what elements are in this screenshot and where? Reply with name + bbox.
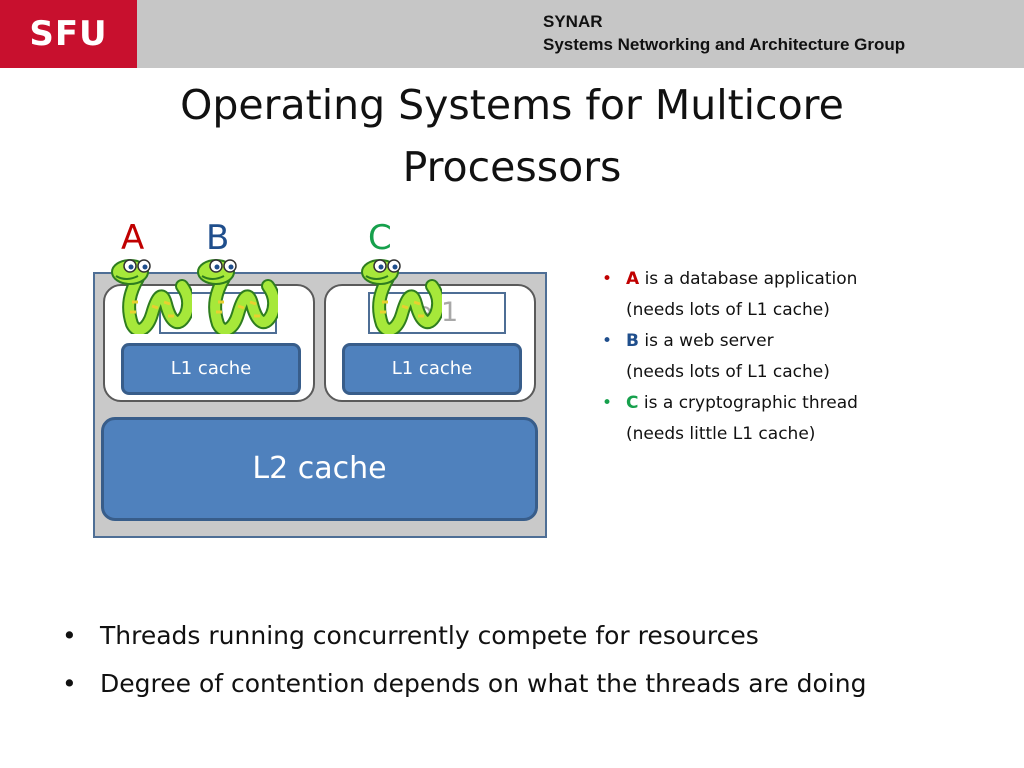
legend-item-b: • B is a web server (needs lots of L1 ca… (600, 326, 1000, 388)
l1-cache-left: L1 cache (121, 343, 301, 395)
legend-text-a: is a database application (644, 269, 858, 289)
bullet-dot: • (62, 621, 77, 650)
bullet-text: Degree of contention depends on what the… (100, 669, 867, 698)
legend-note-a: (needs lots of L1 cache) (626, 300, 830, 320)
legend-bullet-c: • (602, 393, 613, 413)
legend-note-b: (needs lots of L1 cache) (626, 362, 830, 382)
legend-key-b: B (626, 331, 639, 351)
group-short-name: SYNAR (543, 12, 603, 31)
thread-label-c: C (368, 218, 392, 258)
legend-bullet-b: • (602, 331, 613, 351)
legend-key-a: A (626, 269, 640, 289)
slide-title: Operating Systems for Multicore Processo… (0, 74, 1024, 198)
group-name: SYNAR Systems Networking and Architectur… (543, 10, 905, 56)
l2-cache: L2 cache (101, 417, 538, 521)
thread-legend: • A is a database application (needs lot… (600, 264, 1000, 450)
thread-label-a: A (121, 218, 145, 258)
legend-item-a: • A is a database application (needs lot… (600, 264, 1000, 326)
header-bar: SFU SYNAR Systems Networking and Archite… (0, 0, 1024, 68)
snake-a-icon (111, 259, 192, 334)
thread-label-b: B (206, 218, 230, 258)
legend-key-c: C (626, 393, 639, 413)
legend-note-c: (needs little L1 cache) (626, 424, 816, 444)
legend-bullet-a: • (602, 269, 613, 289)
group-full-name: Systems Networking and Architecture Grou… (543, 35, 906, 54)
bullet-item: • Degree of contention depends on what t… (60, 660, 866, 708)
bullet-text: Threads running concurrently compete for… (100, 621, 759, 650)
l1-cache-right: L1 cache (342, 343, 522, 395)
sfu-logo: SFU (0, 0, 137, 68)
bullet-dot: • (62, 669, 77, 698)
legend-text-b: is a web server (644, 331, 774, 351)
snake-c-icon (361, 259, 442, 334)
snake-b-icon (197, 259, 278, 334)
slide-title-line2: Processors (402, 143, 622, 191)
slide-title-line1: Operating Systems for Multicore (180, 81, 844, 129)
legend-text-c: is a cryptographic thread (643, 393, 858, 413)
legend-item-c: • C is a cryptographic thread (needs lit… (600, 388, 1000, 450)
bullet-item: • Threads running concurrently compete f… (60, 612, 866, 660)
slide-bullets: • Threads running concurrently compete f… (60, 612, 866, 708)
core-left: 1 L1 cache (103, 284, 315, 402)
